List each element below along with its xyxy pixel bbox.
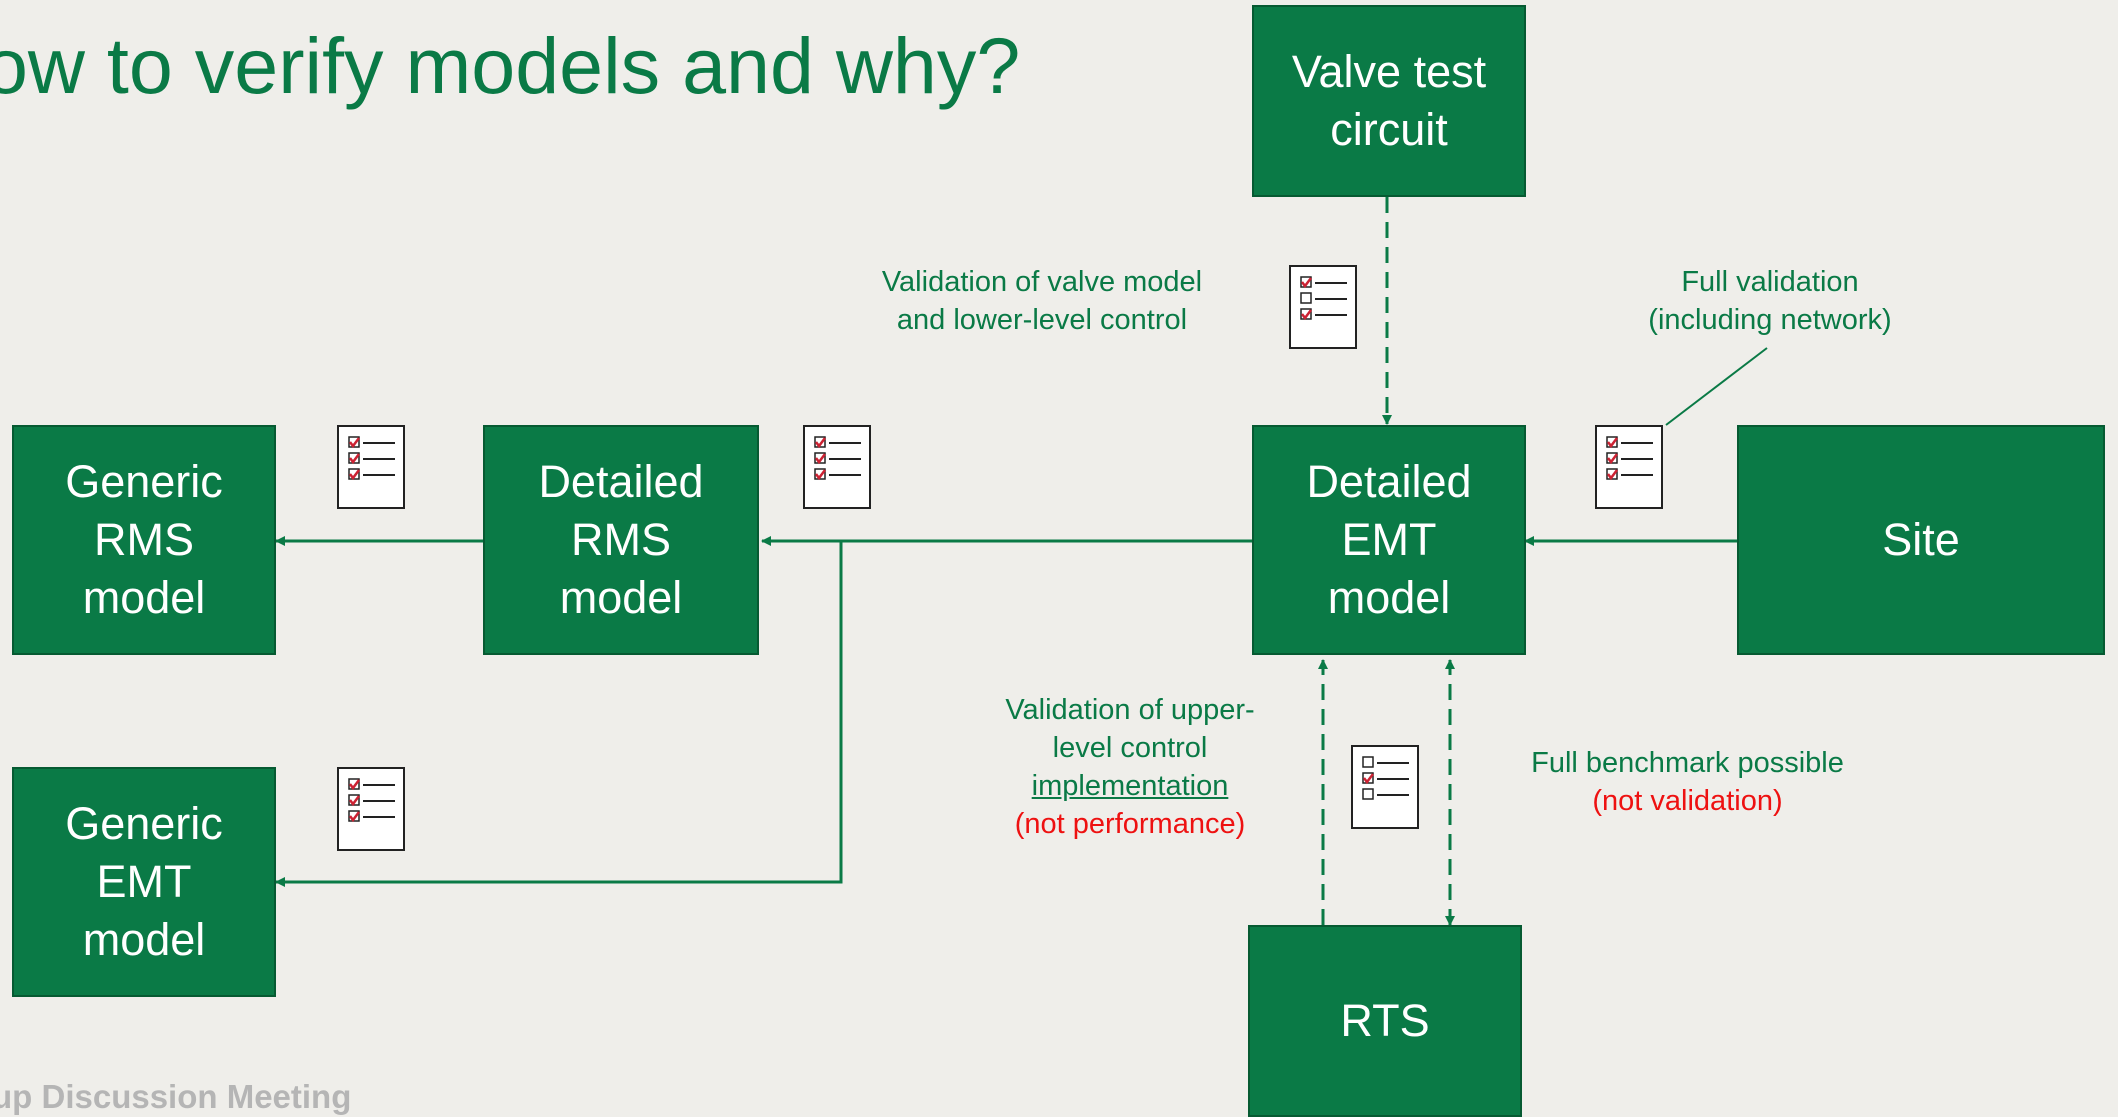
checklist-icon — [1289, 265, 1357, 349]
arrow-to-generic-emt — [275, 541, 843, 887]
detailed-emt-model-box: Detailed EMT model — [1252, 425, 1526, 655]
callout-leader — [1665, 347, 1768, 426]
page-title: ow to verify models and why? — [0, 21, 1021, 110]
checklist-icon — [337, 425, 405, 509]
detailed-rms-model-box: Detailed RMS model — [483, 425, 759, 655]
checklist-icon — [1351, 745, 1419, 829]
generic-emt-model-box: Generic EMT model — [12, 767, 276, 997]
valve-test-circuit-box: Valve test circuit — [1252, 5, 1526, 197]
site-box: Site — [1737, 425, 2105, 655]
note-full-validation: Full validation (including network) — [1648, 266, 1892, 336]
note-upper-level-control: Validation of upper- level control imple… — [1005, 694, 1255, 840]
note-full-benchmark: Full benchmark possible (not validation) — [1531, 747, 1844, 817]
checklist-icon — [1595, 425, 1663, 509]
rts-box: RTS — [1248, 925, 1522, 1117]
note-valve-validation: Validation of valve model and lower-leve… — [881, 266, 1203, 336]
checklist-icon — [337, 767, 405, 851]
checklist-icon — [803, 425, 871, 509]
generic-rms-model-box: Generic RMS model — [12, 425, 276, 655]
footer-text: up Discussion Meeting — [0, 1078, 352, 1115]
